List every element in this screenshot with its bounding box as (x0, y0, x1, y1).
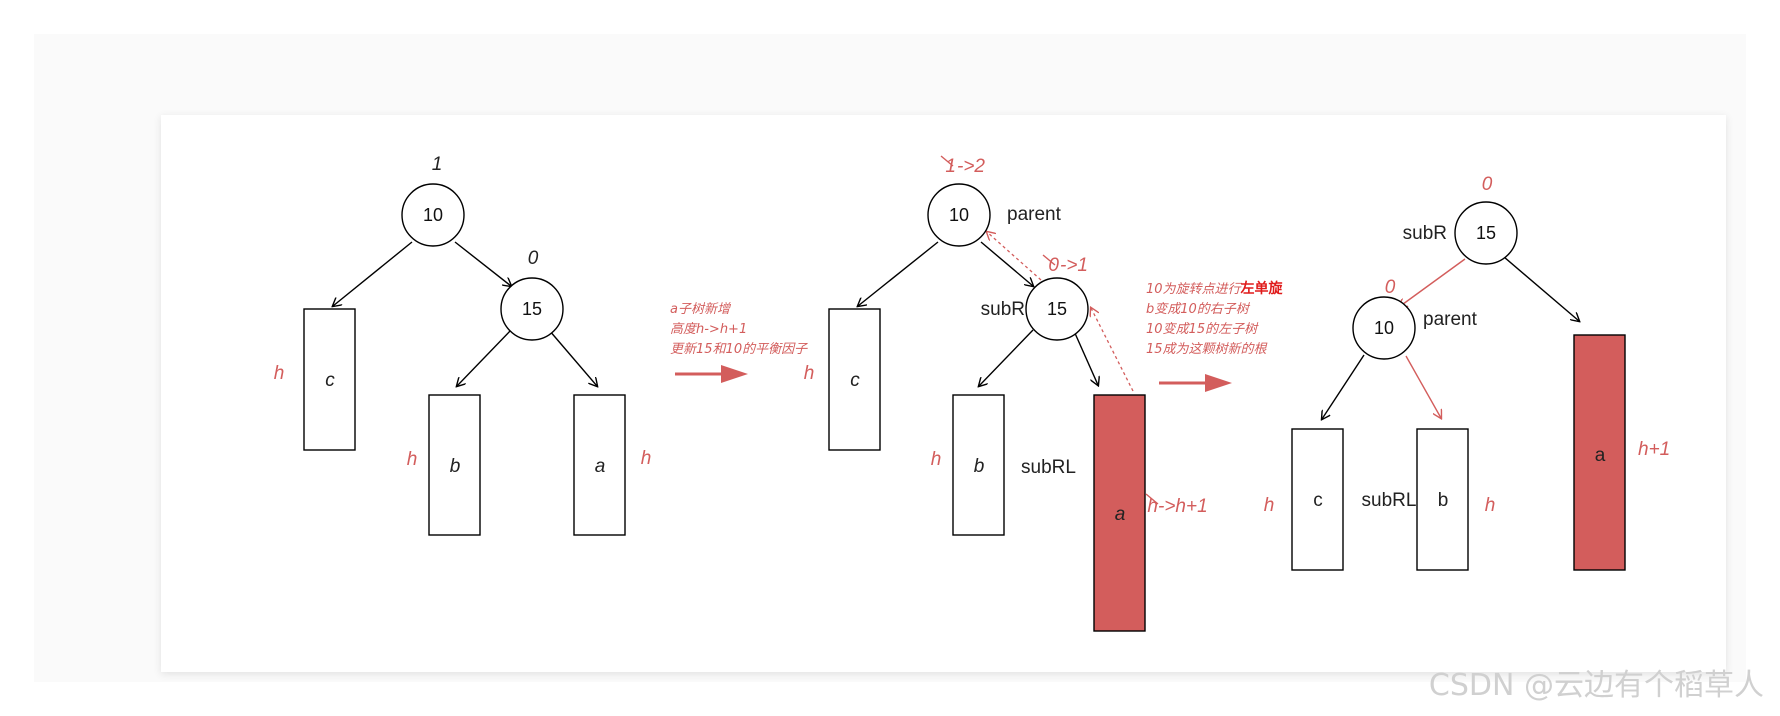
stage2-subtree-b-label: b (974, 456, 985, 477)
stage1-node-10 (401, 183, 465, 247)
stage1-node-15-value: 15 (522, 299, 542, 319)
stage1-node-10-value: 10 (423, 205, 443, 225)
stage2-subtree-a-label: a (1115, 504, 1126, 525)
stage2-height-a: h ->h+1 (1145, 493, 1208, 517)
stage2-height-a-new: ->h+1 (1158, 496, 1208, 517)
stage3-node-15 (1454, 201, 1518, 265)
stage3-subtree-b-label: b (1438, 490, 1449, 511)
stage2-height-a-old: h (1147, 496, 1158, 517)
stage1-edge-10-15 (454, 241, 511, 286)
outer-background: 10 1 15 0 c h b h a h a子树新增 高度h->h+1 更新1… (34, 34, 1746, 682)
arrow2-note-line4: 15成为这颗树新的根 (1146, 342, 1268, 357)
arrow1-note-line2: 高度h->h+1 (670, 322, 747, 337)
stage1-edge-10-c (333, 241, 413, 306)
transition-arrow-1-head (721, 365, 748, 383)
stage3-subtree-c (1291, 428, 1344, 571)
stage1-tree: 10 1 15 0 c h b h a h (274, 154, 652, 536)
stage1-subtree-c (303, 308, 356, 451)
diagram-canvas: 10 1 15 0 c h b h a h a子树新增 高度h->h+1 更新1… (161, 115, 1726, 672)
stage2-node-15-bf: 0 ->1 (1042, 254, 1088, 276)
stage3-edge-15-a (1496, 250, 1579, 321)
stage3-node-15-value: 15 (1476, 223, 1496, 243)
stage3-subR-label: subR (1403, 223, 1447, 244)
watermark-text: CSDN @云边有个稻草人 (1428, 668, 1764, 703)
stage3-node-15-bf: 0 (1482, 174, 1493, 195)
stage2-node-10-bf-strike (940, 155, 954, 167)
stage1-node-15-bf: 0 (528, 248, 539, 269)
stage2-subR-label: subR (981, 299, 1025, 320)
stage3-height-a: h+1 (1638, 439, 1670, 460)
stage2-subtree-c (828, 308, 881, 451)
stage2-edge-10-15 (980, 241, 1033, 286)
stage3-parent-label: parent (1423, 309, 1478, 330)
stage1-edge-15-b (457, 329, 512, 386)
stage3-height-b: h (1485, 495, 1496, 516)
stage3-subtree-c-label: c (1313, 490, 1323, 511)
stage3-node-10-value: 10 (1374, 318, 1394, 338)
stage3-edge-10-b (1405, 355, 1441, 418)
transition-1: a子树新增 高度h->h+1 更新15和10的平衡因子 (670, 302, 808, 383)
stage2-height-c: h (804, 363, 815, 384)
stage1-edge-15-a (548, 329, 597, 386)
stage3-edge-15-10 (1399, 258, 1466, 307)
stage1-subtree-b-label: b (450, 456, 461, 477)
stage2-subRL-label: subRL (1021, 457, 1076, 478)
arrow2-note-line1-prefix: 10为旋转点进行 (1146, 282, 1243, 297)
stage2-edge-10-c (858, 241, 939, 306)
stage3-height-c: h (1264, 495, 1275, 516)
stage1-subtree-a (573, 394, 626, 536)
stage2-node-15-bf-strike (1042, 254, 1056, 266)
stage2-subtree-a (1093, 394, 1146, 632)
stage2-tree: 10 1 ->2 parent 15 0 ->1 subR c h (804, 155, 1208, 632)
stage1-height-b: h (407, 449, 418, 470)
stage1-node-15 (500, 277, 564, 341)
arrow2-note-line2: b变成10的右子树 (1146, 301, 1251, 317)
stage2-node-10 (927, 183, 991, 247)
arrow1-note-line1: a子树新增 (670, 302, 732, 317)
stage2-node-10-bf: 1 ->2 (940, 155, 985, 177)
stage3-tree: 15 0 subR 10 0 parent c h b h subRL a h+… (1264, 174, 1670, 571)
arrow2-note-line1-strong: 左单旋 (1240, 280, 1284, 297)
arrow2-note-line1: 10为旋转点进行左单旋 (1146, 280, 1284, 297)
stage2-parent-label: parent (1007, 204, 1062, 225)
stage2-node-15-bf-new: ->1 (1060, 255, 1088, 276)
stage3-subtree-a (1573, 334, 1626, 571)
stage2-node-15-bf-old: 0 (1048, 255, 1059, 276)
stage3-subtree-a-label: a (1595, 445, 1606, 466)
stage2-edge-15-a (1073, 330, 1098, 385)
stage2-node-15-value: 15 (1047, 299, 1067, 319)
stage2-update-arrow-a-to-15 (1091, 308, 1134, 392)
stage2-node-15 (1025, 277, 1089, 341)
stage1-height-a: h (641, 448, 652, 469)
stage2-update-arrow-15-to-10 (987, 232, 1042, 281)
stage2-height-b: h (931, 449, 942, 470)
stage2-node-10-value: 10 (949, 205, 969, 225)
stage2-subtree-b (952, 394, 1005, 536)
stage3-subRL-label: subRL (1362, 490, 1417, 511)
stage2-edge-15-b (979, 329, 1034, 386)
stage2-subtree-c-label: c (850, 370, 860, 391)
stage2-height-a-strike (1145, 493, 1159, 505)
stage1-subtree-b (428, 394, 481, 536)
stage3-subtree-b (1416, 428, 1469, 571)
transition-arrow-2-head (1205, 374, 1232, 392)
stage3-node-10-bf: 0 (1385, 277, 1396, 298)
stage3-node-10 (1352, 296, 1416, 360)
stage2-node-10-bf-old: 1 (945, 156, 956, 177)
stage1-subtree-a-label: a (595, 456, 606, 477)
stage1-node-10-bf: 1 (432, 154, 443, 175)
stage1-height-c: h (274, 363, 285, 384)
stage1-subtree-c-label: c (325, 370, 335, 391)
arrow1-note-line3: 更新15和10的平衡因子 (670, 342, 808, 357)
stage3-edge-10-c (1322, 354, 1365, 419)
arrow2-note-line3: 10变成15的左子树 (1146, 321, 1259, 337)
stage2-node-10-bf-new: ->2 (957, 156, 985, 177)
avl-left-rotation-diagram: 10 1 15 0 c h b h a h a子树新增 高度h->h+1 更新1… (274, 154, 1670, 632)
transition-2: 10为旋转点进行左单旋 b变成10的右子树 10变成15的左子树 15成为这颗树… (1146, 280, 1284, 392)
